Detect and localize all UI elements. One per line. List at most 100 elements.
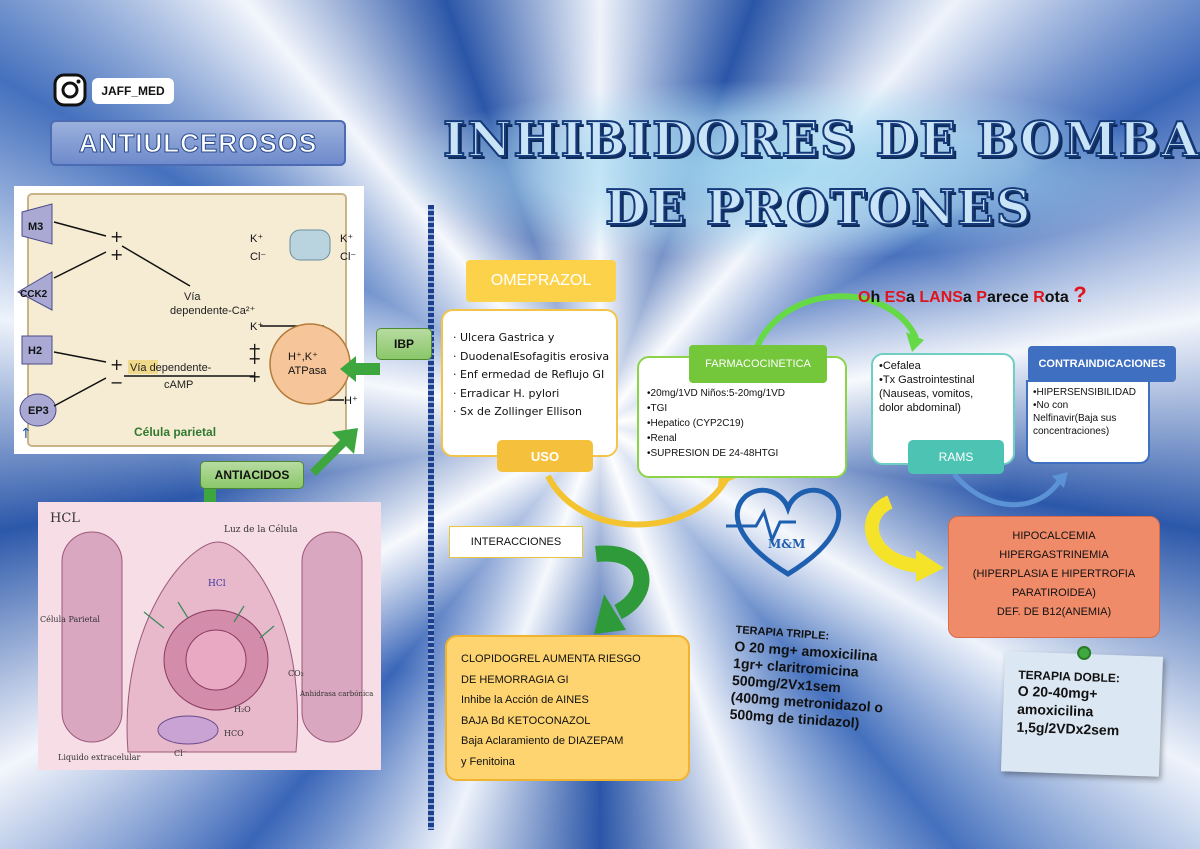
- svg-text:H⁺: H⁺: [344, 395, 358, 407]
- terapia-doble-note: TERAPIA DOBLE: O 20-40mg+ amoxicilina 1,…: [1000, 645, 1164, 777]
- receptor-h2: [21, 335, 53, 365]
- hipo-item: HIPOCALCEMIA: [1012, 530, 1096, 542]
- parietal-cell-figure: M3 CCK2 H2 EP3 + + + − + + + Vía depende…: [14, 186, 364, 454]
- receptor-m3: [21, 203, 53, 245]
- title-cloud-background: [360, 70, 1190, 270]
- pump-label-1: H⁺,K⁺: [288, 351, 318, 363]
- svg-text:K⁺: K⁺: [340, 233, 353, 245]
- hcl-figure-heading: HCL: [50, 511, 80, 526]
- svg-text:↑: ↑: [20, 426, 32, 442]
- ion-channel: [289, 229, 331, 261]
- interacciones-arrow: [590, 538, 660, 638]
- section-title: ANTIULCEROSOS: [50, 120, 346, 166]
- rams-item: •Tx Gastrointestinal: [879, 374, 975, 386]
- terapia-doble-line: 1,5g/2VDx2sem: [1016, 718, 1120, 739]
- contraindicaciones-box: •HIPERSENSIBILIDAD •No con Nelfinavir(Ba…: [1026, 380, 1150, 464]
- svg-text:Anhidrasa carbónica: Anhidrasa carbónica: [299, 690, 373, 698]
- svg-text:Cl⁻: Cl⁻: [174, 749, 187, 758]
- rams-item: dolor abdominal): [879, 402, 961, 414]
- svg-text:K⁺: K⁺: [250, 233, 263, 245]
- instagram-icon: [52, 72, 88, 108]
- interaccion-item: CLOPIDOGREL AUMENTA RIESGO: [461, 653, 641, 665]
- uso-item: Ulcera Gastrica y: [453, 329, 610, 348]
- receptor-cck2-label: CCK2: [20, 289, 48, 300]
- heart-logo: M&M: [726, 482, 850, 582]
- svg-text:−: −: [110, 373, 123, 392]
- adverse-effects-box: HIPOCALCEMIA HIPERGASTRINEMIA (HIPERPLAS…: [948, 516, 1160, 638]
- omeprazol-label: OMEPRAZOL: [466, 260, 616, 302]
- uso-item: Erradicar H. pylori: [453, 385, 610, 404]
- svg-text:Cl⁻: Cl⁻: [340, 251, 356, 263]
- interaccion-item: BAJA Bd KETOCONAZOL: [461, 714, 591, 727]
- receptor-ep3-label: EP3: [28, 405, 49, 417]
- interaccion-item: DE HEMORRAGIA GI: [461, 673, 569, 686]
- svg-text:+: +: [110, 227, 123, 246]
- hipo-item: DEF. DE B12(ANEMIA): [996, 606, 1112, 618]
- interaccion-item: Inhibe la Acción de AINES: [461, 694, 589, 706]
- ibp-label: IBP: [376, 328, 432, 360]
- svg-text:+: +: [248, 349, 261, 368]
- svg-text:CO₂: CO₂: [288, 669, 304, 678]
- rams-item: •Cefalea: [879, 360, 921, 372]
- uso-item: Enf ermedad de Reflujo GI: [453, 366, 610, 385]
- camp-pathway-label-2: cAMP: [164, 379, 193, 391]
- svg-text:K⁺: K⁺: [250, 321, 263, 333]
- mnemonic: Oh ESa LANSa Parece Rota ?: [858, 282, 1087, 307]
- farmacocinetica-item: Renal: [647, 431, 839, 446]
- hcl-gland-figure: HCL Luz de la Célula Célula Parietal Liq…: [38, 502, 381, 770]
- antiacidos-arrow-up: [306, 424, 362, 478]
- contraindicaciones-label: CONTRAINDICACIONES: [1028, 346, 1176, 382]
- instagram-handle: JAFF_MED: [92, 78, 174, 104]
- interacciones-label: INTERACCIONES: [449, 526, 583, 558]
- svg-text:Célula Parietal: Célula Parietal: [40, 615, 100, 624]
- hipo-item: PARATIROIDEA): [1012, 587, 1096, 599]
- vertical-divider: [428, 205, 434, 830]
- terapia-triple: TERAPIA TRIPLE: O 20 mg+ amoxicilina 1gr…: [729, 624, 935, 737]
- interaccion-item: Baja Aclaramiento de DIAZEPAM: [461, 735, 624, 747]
- rams-connector-arrow: [948, 468, 1078, 508]
- contra-item: •No con: [1033, 400, 1069, 411]
- farmacocinetica-item: SUPRESION DE 24-48HTGI: [647, 446, 839, 461]
- page-title-line1: INHIBIDORES DE BOMBA: [442, 111, 1200, 169]
- receptor-h2-label: H2: [28, 345, 42, 357]
- contra-item: •HIPERSENSIBILIDAD: [1033, 387, 1136, 398]
- svg-text:Luz de la Célula: Luz de la Célula: [224, 524, 298, 535]
- pump-label-2: ATPasa: [288, 365, 327, 377]
- page-title-line2: DE PROTONES: [604, 179, 1033, 237]
- ca-pathway-label: Vía: [184, 291, 201, 303]
- proton-pump: [269, 323, 351, 405]
- rams-item: (Nauseas, vomitos,: [879, 388, 974, 400]
- receptor-ep3: [19, 393, 57, 427]
- svg-text:HCl: HCl: [208, 579, 226, 589]
- svg-text:+: +: [248, 339, 261, 358]
- farmacocinetica-label: FARMACOCINETICA: [689, 345, 827, 383]
- ca-pathway-label-2: dependente-Ca²⁺: [170, 305, 256, 317]
- svg-text:+: +: [110, 355, 123, 374]
- farmacocinetica-item: TGI: [647, 401, 839, 416]
- svg-text:+: +: [110, 245, 123, 264]
- svg-text:+: +: [248, 367, 261, 386]
- svg-text:Cl⁻: Cl⁻: [250, 251, 266, 263]
- interacciones-box: CLOPIDOGREL AUMENTA RIESGO DE HEMORRAGIA…: [445, 635, 690, 781]
- uso-item: Sx de Zollinger Ellison: [453, 403, 610, 422]
- interaccion-item: y Fenitoina: [461, 755, 515, 768]
- svg-text:HCO: HCO: [224, 729, 244, 738]
- receptor-m3-label: M3: [28, 221, 43, 233]
- parietal-cell-caption: Célula parietal: [134, 425, 216, 439]
- farmacocinetica-item: Hepatico (CYP2C19): [647, 416, 839, 431]
- contra-item: Nelfinavir(Baja sus: [1033, 413, 1117, 424]
- camp-pathway-label: Vía dependente-: [130, 362, 212, 374]
- pushpin-icon: [1076, 645, 1092, 661]
- antiacidos-label: ANTIACIDOS: [200, 461, 304, 489]
- contra-item: concentraciones): [1033, 426, 1110, 437]
- rams-label: RAMS: [908, 440, 1004, 474]
- farmacocinetica-item: 20mg/1VD Niños:5-20mg/1VD: [647, 386, 839, 401]
- hipo-item: HIPERGASTRINEMIA: [999, 549, 1109, 561]
- question-mark-icon: ?: [1073, 282, 1087, 307]
- yellow-curved-arrow: [860, 494, 950, 584]
- hipo-item: (HIPERPLASIA E HIPERTROFIA: [972, 568, 1136, 580]
- receptor-cck2: [16, 271, 53, 311]
- uso-box: Ulcera Gastrica y DuodenalEsofagitis ero…: [441, 309, 618, 457]
- svg-text:H₂O: H₂O: [234, 705, 251, 714]
- uso-label: USO: [497, 440, 593, 472]
